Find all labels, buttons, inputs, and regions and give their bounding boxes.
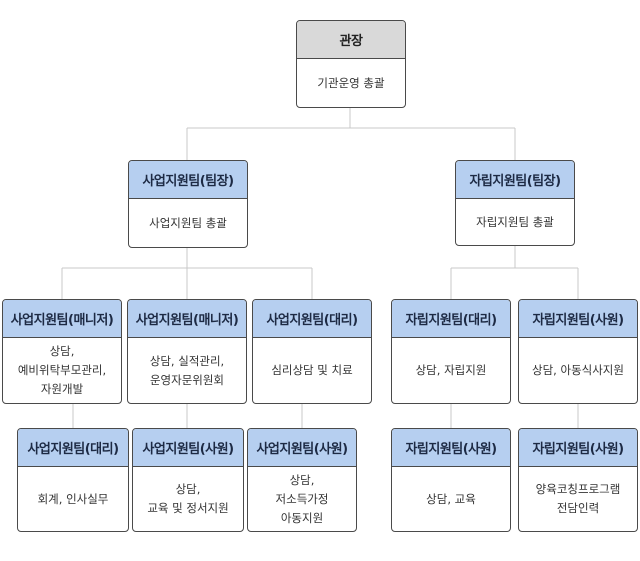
business-staff-role-6: 상담, 저소득가정 아동지원: [275, 472, 329, 525]
independence-staff-role-1: 상담, 자립지원: [415, 363, 487, 377]
business-staff-title-2: 사업지원팀(매니저): [128, 300, 246, 338]
director-box: 관장 기관운영 총괄: [296, 20, 406, 108]
independence-staff-role-4: 양육코칭프로그램 전담인력: [535, 482, 621, 515]
independence-staff-box-3: 자립지원팀(사원) 상담, 교육: [391, 428, 511, 532]
business-staff-title-3: 사업지원팀(대리): [253, 300, 371, 338]
business-staff-box-5: 사업지원팀(사원) 상담, 교육 및 정서지원: [132, 428, 244, 532]
independence-staff-box-4: 자립지원팀(사원) 양육코칭프로그램 전담인력: [518, 428, 638, 532]
business-staff-role-5: 상담, 교육 및 정서지원: [147, 482, 229, 515]
business-staff-box-3: 사업지원팀(대리) 심리상담 및 치료: [252, 299, 372, 404]
independence-lead-box: 자립지원팀(팀장) 자립지원팀 총괄: [455, 160, 575, 246]
independence-staff-role-3: 상담, 교육: [426, 491, 476, 506]
independence-staff-box-1: 자립지원팀(대리) 상담, 자립지원: [391, 299, 511, 404]
independence-lead-role: 자립지원팀 총괄: [476, 214, 554, 229]
business-lead-box: 사업지원팀(팀장) 사업지원팀 총괄: [128, 160, 248, 248]
business-staff-title-1: 사업지원팀(매니저): [3, 300, 121, 338]
business-staff-role-4: 회계, 인사실무: [37, 491, 109, 506]
independence-staff-title-4: 자립지원팀(사원): [519, 429, 637, 467]
business-staff-box-6: 사업지원팀(사원) 상담, 저소득가정 아동지원: [247, 428, 357, 532]
business-staff-box-4: 사업지원팀(대리) 회계, 인사실무: [17, 428, 129, 532]
business-staff-title-5: 사업지원팀(사원): [133, 429, 243, 467]
independence-staff-title-2: 자립지원팀(사원): [519, 300, 637, 338]
business-staff-role-2: 상담, 실적관리, 운영자문위원회: [149, 353, 225, 387]
business-staff-role-1: 상담, 예비위탁부모관리, 자원개발: [17, 344, 107, 396]
business-staff-role-3: 심리상담 및 치료: [271, 363, 353, 377]
business-staff-box-1: 사업지원팀(매니저) 상담, 예비위탁부모관리, 자원개발: [2, 299, 122, 404]
business-lead-title: 사업지원팀(팀장): [129, 161, 247, 199]
business-lead-role: 사업지원팀 총괄: [149, 215, 227, 230]
business-staff-title-6: 사업지원팀(사원): [248, 429, 356, 467]
independence-staff-title-1: 자립지원팀(대리): [392, 300, 510, 338]
business-staff-box-2: 사업지원팀(매니저) 상담, 실적관리, 운영자문위원회: [127, 299, 247, 404]
independence-staff-role-2: 상담, 아동식사지원: [532, 363, 624, 377]
independence-staff-box-2: 자립지원팀(사원) 상담, 아동식사지원: [518, 299, 638, 404]
independence-staff-title-3: 자립지원팀(사원): [392, 429, 510, 467]
business-staff-title-4: 사업지원팀(대리): [18, 429, 128, 467]
director-title: 관장: [297, 21, 405, 59]
independence-lead-title: 자립지원팀(팀장): [456, 161, 574, 199]
director-role: 기관운영 총괄: [317, 75, 385, 90]
